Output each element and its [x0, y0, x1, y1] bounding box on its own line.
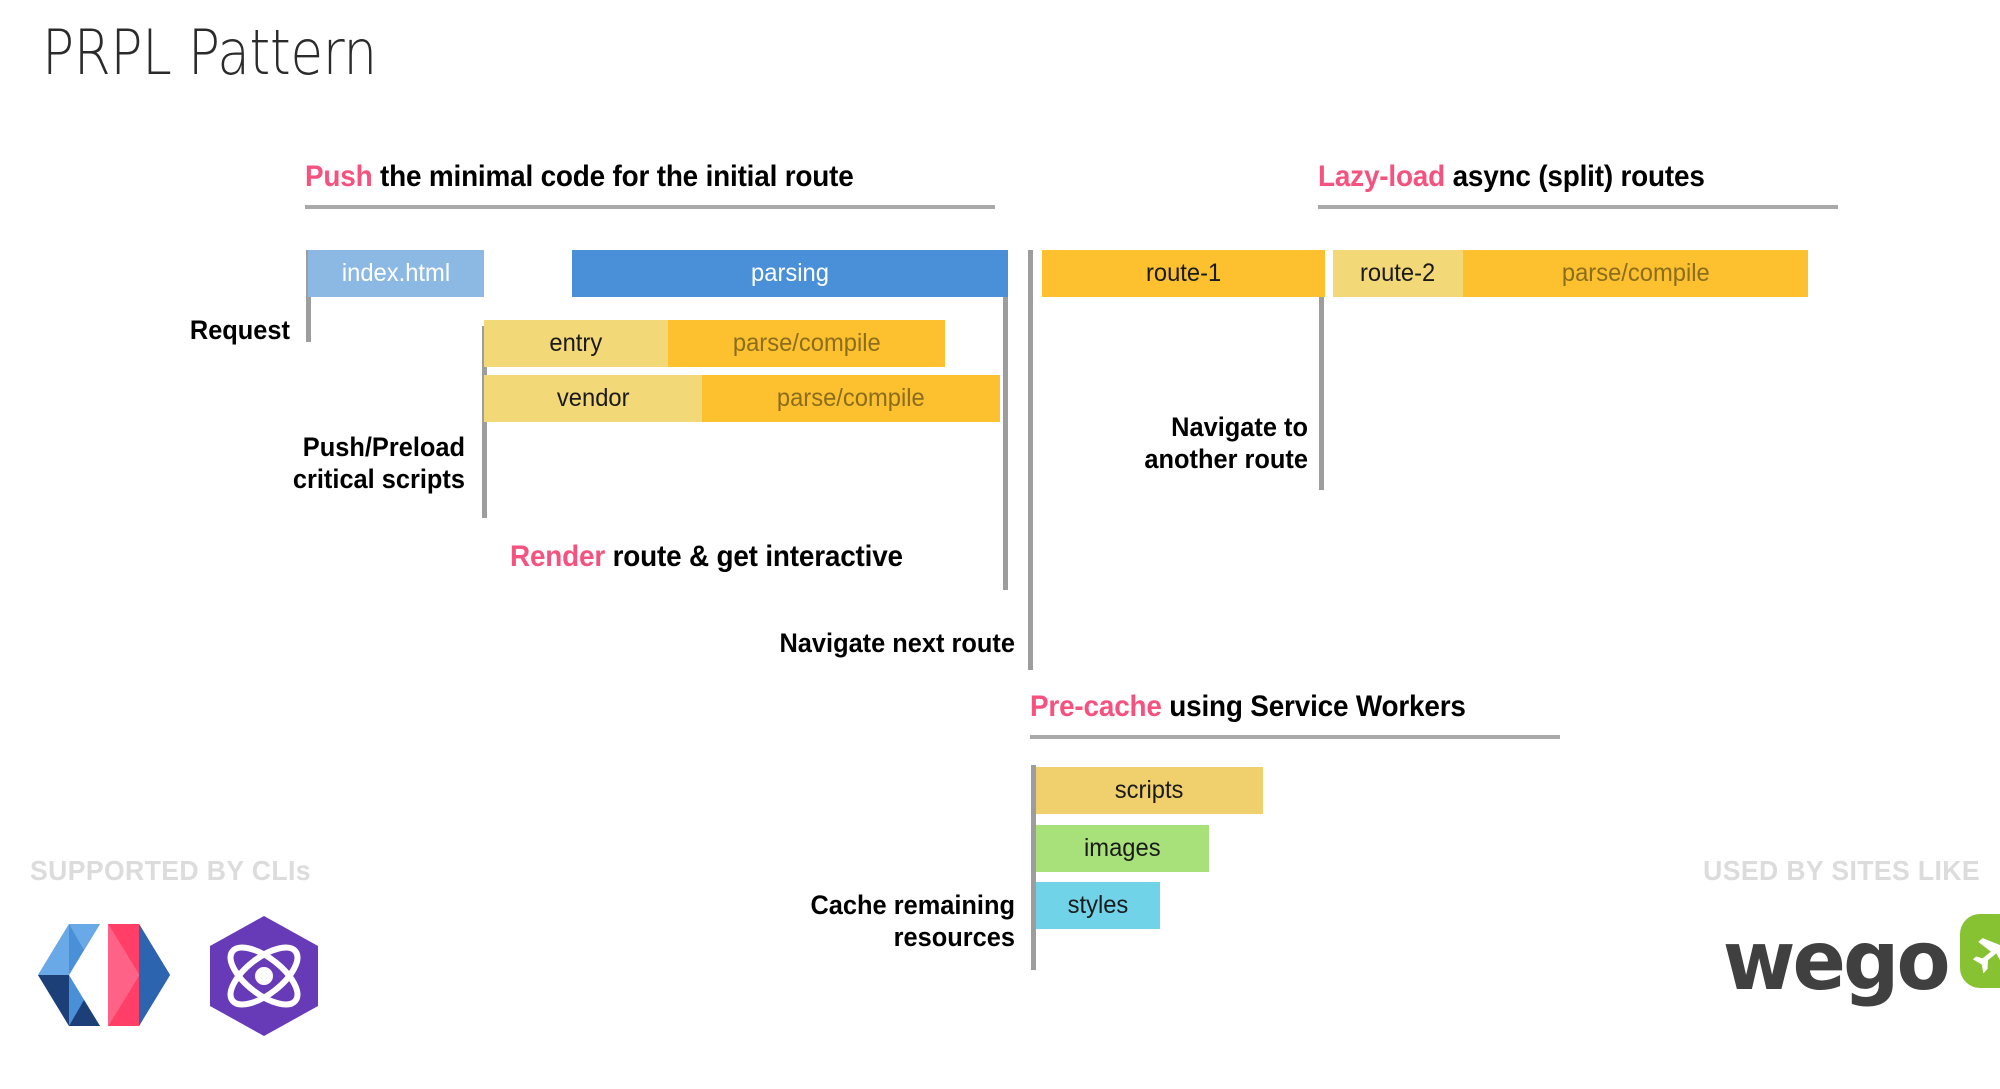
section-heading-render-rest: route & get interactive — [605, 540, 903, 573]
footer-used-by-label: USED BY SITES LIKE — [1703, 855, 1980, 886]
guide-line-render — [1003, 250, 1008, 590]
wego-logo: wego — [1718, 913, 2000, 1009]
polymer-logo-icon — [34, 920, 174, 1030]
guide-line-navigate-another — [1319, 250, 1324, 490]
bar-segment-vendor-parse-compile: parse/compile — [702, 375, 1000, 422]
section-heading-precache-accent: Pre-cache — [1030, 690, 1162, 723]
bar-segment-index-html: index.html — [308, 250, 484, 297]
section-heading-precache: Pre-cache using Service Workers — [1030, 690, 1466, 724]
divider-push — [305, 205, 995, 209]
bar-segment-styles: styles — [1036, 882, 1160, 929]
bar-segment-scripts: scripts — [1036, 767, 1263, 814]
label-navigate-another-route: Navigate to another route — [1144, 412, 1308, 474]
bar-segment-route-1: route-1 — [1042, 250, 1325, 297]
guide-line-navigate-next — [1028, 250, 1033, 670]
bar-vendor: vendor parse/compile — [484, 375, 1000, 422]
section-heading-lazy: Lazy-load async (split) routes — [1318, 160, 1705, 194]
section-heading-push-rest: the minimal code for the initial route — [372, 160, 854, 193]
section-heading-lazy-rest: async (split) routes — [1445, 160, 1705, 193]
label-request: Request — [189, 315, 290, 345]
bar-segment-route-2: route-2 — [1333, 250, 1463, 297]
divider-lazy — [1318, 205, 1838, 209]
section-heading-precache-rest: using Service Workers — [1161, 690, 1466, 723]
page-title: PRPL Pattern — [42, 16, 377, 89]
bar-entry: entry parse/compile — [484, 320, 945, 367]
footer-supported-by-label: SUPPORTED BY CLIs — [30, 855, 311, 886]
section-heading-lazy-accent: Lazy-load — [1318, 160, 1446, 193]
section-heading-render: Render route & get interactive — [510, 540, 903, 574]
preact-logo-icon — [200, 912, 328, 1040]
bar-segment-entry-parse-compile: parse/compile — [668, 320, 945, 367]
divider-precache — [1030, 735, 1560, 739]
bar-segment-images: images — [1036, 825, 1209, 872]
bar-images: images — [1036, 825, 1209, 872]
bar-parsing: parsing — [572, 250, 1008, 297]
bar-index-html: index.html — [308, 250, 484, 297]
section-heading-push-accent: Push — [305, 160, 373, 193]
section-heading-push: Push the minimal code for the initial ro… — [305, 160, 854, 194]
wego-wordmark: wego — [1722, 914, 1951, 1009]
bar-segment-vendor: vendor — [484, 375, 702, 422]
label-push-preload: Push/Preload critical scripts — [292, 432, 465, 494]
bar-route-2: route-2 parse/compile — [1333, 250, 1808, 297]
wego-plane-icon — [1958, 912, 2000, 990]
section-heading-render-accent: Render — [510, 540, 606, 573]
bar-scripts: scripts — [1036, 767, 1263, 814]
guide-line-push-preload — [482, 326, 487, 518]
bar-route-1: route-1 — [1042, 250, 1325, 297]
bar-segment-route-2-parse-compile: parse/compile — [1463, 250, 1808, 297]
bar-styles: styles — [1036, 882, 1160, 929]
bar-segment-parsing: parsing — [572, 250, 1008, 297]
label-cache-remaining-resources: Cache remaining resources — [810, 890, 1015, 952]
label-navigate-next-route: Navigate next route — [779, 628, 1015, 658]
guide-line-cache — [1031, 765, 1036, 970]
bar-segment-entry: entry — [484, 320, 668, 367]
